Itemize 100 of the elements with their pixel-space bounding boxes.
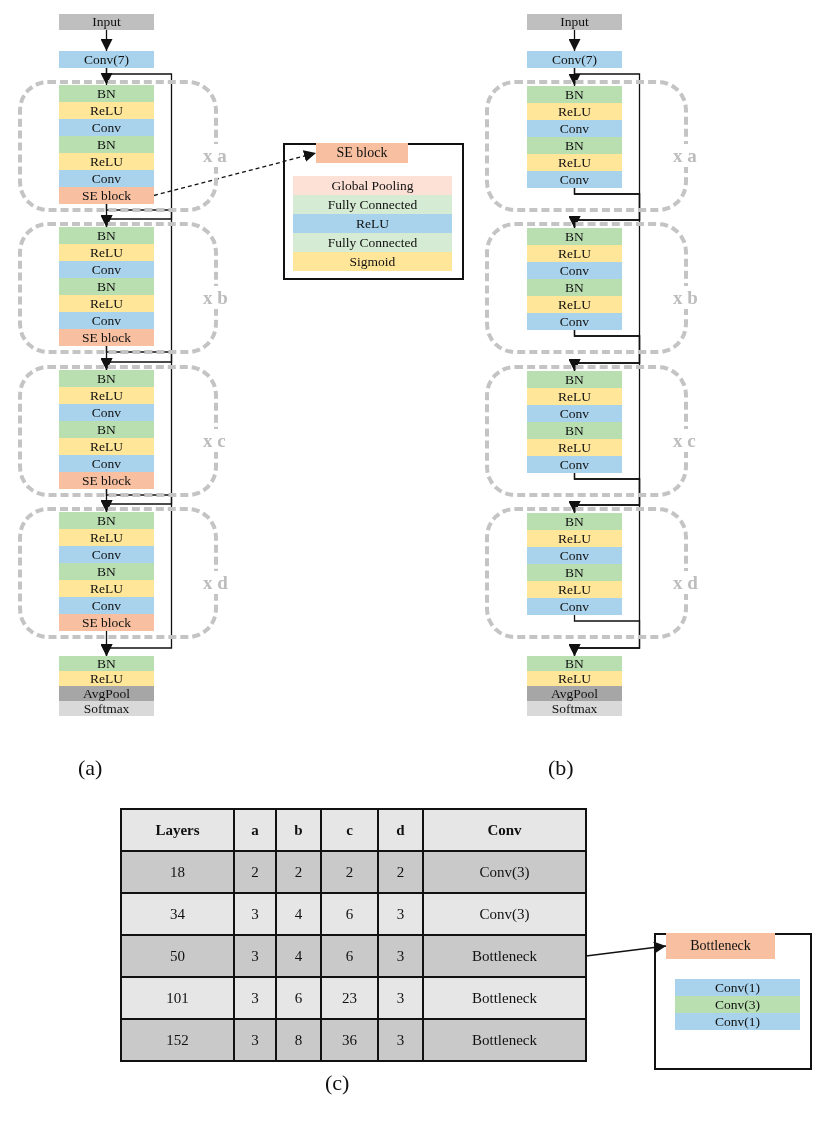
table-cell: 6 (321, 935, 378, 977)
table-cell: 3 (378, 893, 423, 935)
dashed-group-frame (485, 365, 688, 497)
repeat-count-label: x c (200, 429, 229, 452)
table-cell: 2 (321, 851, 378, 893)
layer-block: Conv (59, 597, 154, 614)
table-cell: Bottleneck (423, 977, 586, 1019)
layer-block: BN (527, 137, 622, 154)
table-cell: 3 (234, 1019, 276, 1061)
table-cell: 152 (121, 1019, 234, 1061)
table-cell: Conv(3) (423, 893, 586, 935)
layer-block: BN (59, 370, 154, 387)
table-cell: 50 (121, 935, 234, 977)
layer-block: BN (59, 512, 154, 529)
table-cell: 2 (276, 851, 321, 893)
dashed-group-frame (18, 365, 218, 497)
layer-block: ReLU (527, 530, 622, 547)
table-cell: 6 (321, 893, 378, 935)
layer-block: ReLU (59, 102, 154, 119)
layer-block: SE block (59, 187, 154, 204)
layer-block: ReLU (59, 387, 154, 404)
layer-block: ReLU (527, 103, 622, 120)
layer-block: Input (59, 14, 154, 30)
layer-block: Input (527, 14, 622, 30)
layer-block: Conv(3) (675, 996, 800, 1013)
table-cell: 3 (378, 977, 423, 1019)
table-cell: 23 (321, 977, 378, 1019)
layer-block: BN (59, 563, 154, 580)
layer-block: ReLU (59, 671, 154, 686)
table-header-cell: c (321, 809, 378, 851)
layer-block: BN (527, 228, 622, 245)
layer-block: Fully Connected (293, 233, 452, 252)
layer-block: Fully Connected (293, 195, 452, 214)
layer-block: Conv(1) (675, 1013, 800, 1030)
layer-block: Conv (527, 547, 622, 564)
table-header-cell: a (234, 809, 276, 851)
layer-block: Sigmoid (293, 252, 452, 271)
bypass-arrow (100, 345, 173, 513)
table-cell: 101 (121, 977, 234, 1019)
bypass-arrow (568, 472, 641, 657)
panel-heading: Bottleneck (666, 933, 775, 959)
layer-block: Conv (527, 456, 622, 473)
table-cell: Bottleneck (423, 935, 586, 977)
bypass-arrow (100, 488, 173, 657)
dashed-group-frame (18, 80, 218, 212)
layer-block: Conv(7) (527, 51, 622, 68)
layer-block: ReLU (59, 244, 154, 261)
table-cell: 3 (378, 1019, 423, 1061)
layer-block: ReLU (59, 153, 154, 170)
layer-block: Conv (59, 261, 154, 278)
arrow (568, 29, 581, 52)
layer-block: BN (527, 422, 622, 439)
table-cell: 34 (121, 893, 234, 935)
layer-block: Conv (59, 170, 154, 187)
layer-block: ReLU (527, 154, 622, 171)
layer-block: Conv (59, 455, 154, 472)
layer-block: BN (59, 85, 154, 102)
table-cell: 6 (276, 977, 321, 1019)
layer-block: BN (527, 371, 622, 388)
layer-block: ReLU (527, 388, 622, 405)
dashed-group-frame (485, 507, 688, 639)
table-cell: 3 (234, 935, 276, 977)
layer-block: ReLU (527, 245, 622, 262)
table-cell: 3 (234, 893, 276, 935)
layer-block: SE block (59, 472, 154, 489)
repeat-count-label: x c (670, 429, 699, 452)
layer-block: Conv (527, 313, 622, 330)
bypass-arrow (568, 329, 641, 514)
table-cell: 3 (378, 935, 423, 977)
table-cell: 36 (321, 1019, 378, 1061)
layer-block: ReLU (527, 296, 622, 313)
layer-block: BN (527, 513, 622, 530)
dashed-group-frame (485, 222, 688, 354)
layer-block: Conv (59, 119, 154, 136)
table-cell: Bottleneck (423, 1019, 586, 1061)
layer-block: Conv(7) (59, 51, 154, 68)
layer-block: Conv (527, 405, 622, 422)
layer-block: Conv (527, 598, 622, 615)
dashed-group-frame (485, 80, 688, 212)
bypass-arrow (568, 187, 641, 372)
layer-block: BN (527, 86, 622, 103)
layer-block: Conv(1) (675, 979, 800, 996)
table-header-cell: Conv (423, 809, 586, 851)
layer-block: AvgPool (527, 686, 622, 701)
layer-block: Conv (527, 171, 622, 188)
layer-block: BN (59, 421, 154, 438)
layer-block: SE block (59, 614, 154, 631)
bypass-arrow (100, 67, 173, 228)
table-cell: 3 (234, 977, 276, 1019)
layer-block: AvgPool (59, 686, 154, 701)
table-header-cell: Layers (121, 809, 234, 851)
repeat-count-label: x a (670, 144, 700, 167)
repeat-count-label: x a (200, 144, 230, 167)
layer-block: ReLU (59, 295, 154, 312)
layer-block: ReLU (527, 439, 622, 456)
table-cell: 2 (234, 851, 276, 893)
layer-block: BN (527, 564, 622, 581)
layer-block: BN (527, 656, 622, 671)
table-cell: 4 (276, 893, 321, 935)
panel-label: (b) (548, 757, 574, 779)
